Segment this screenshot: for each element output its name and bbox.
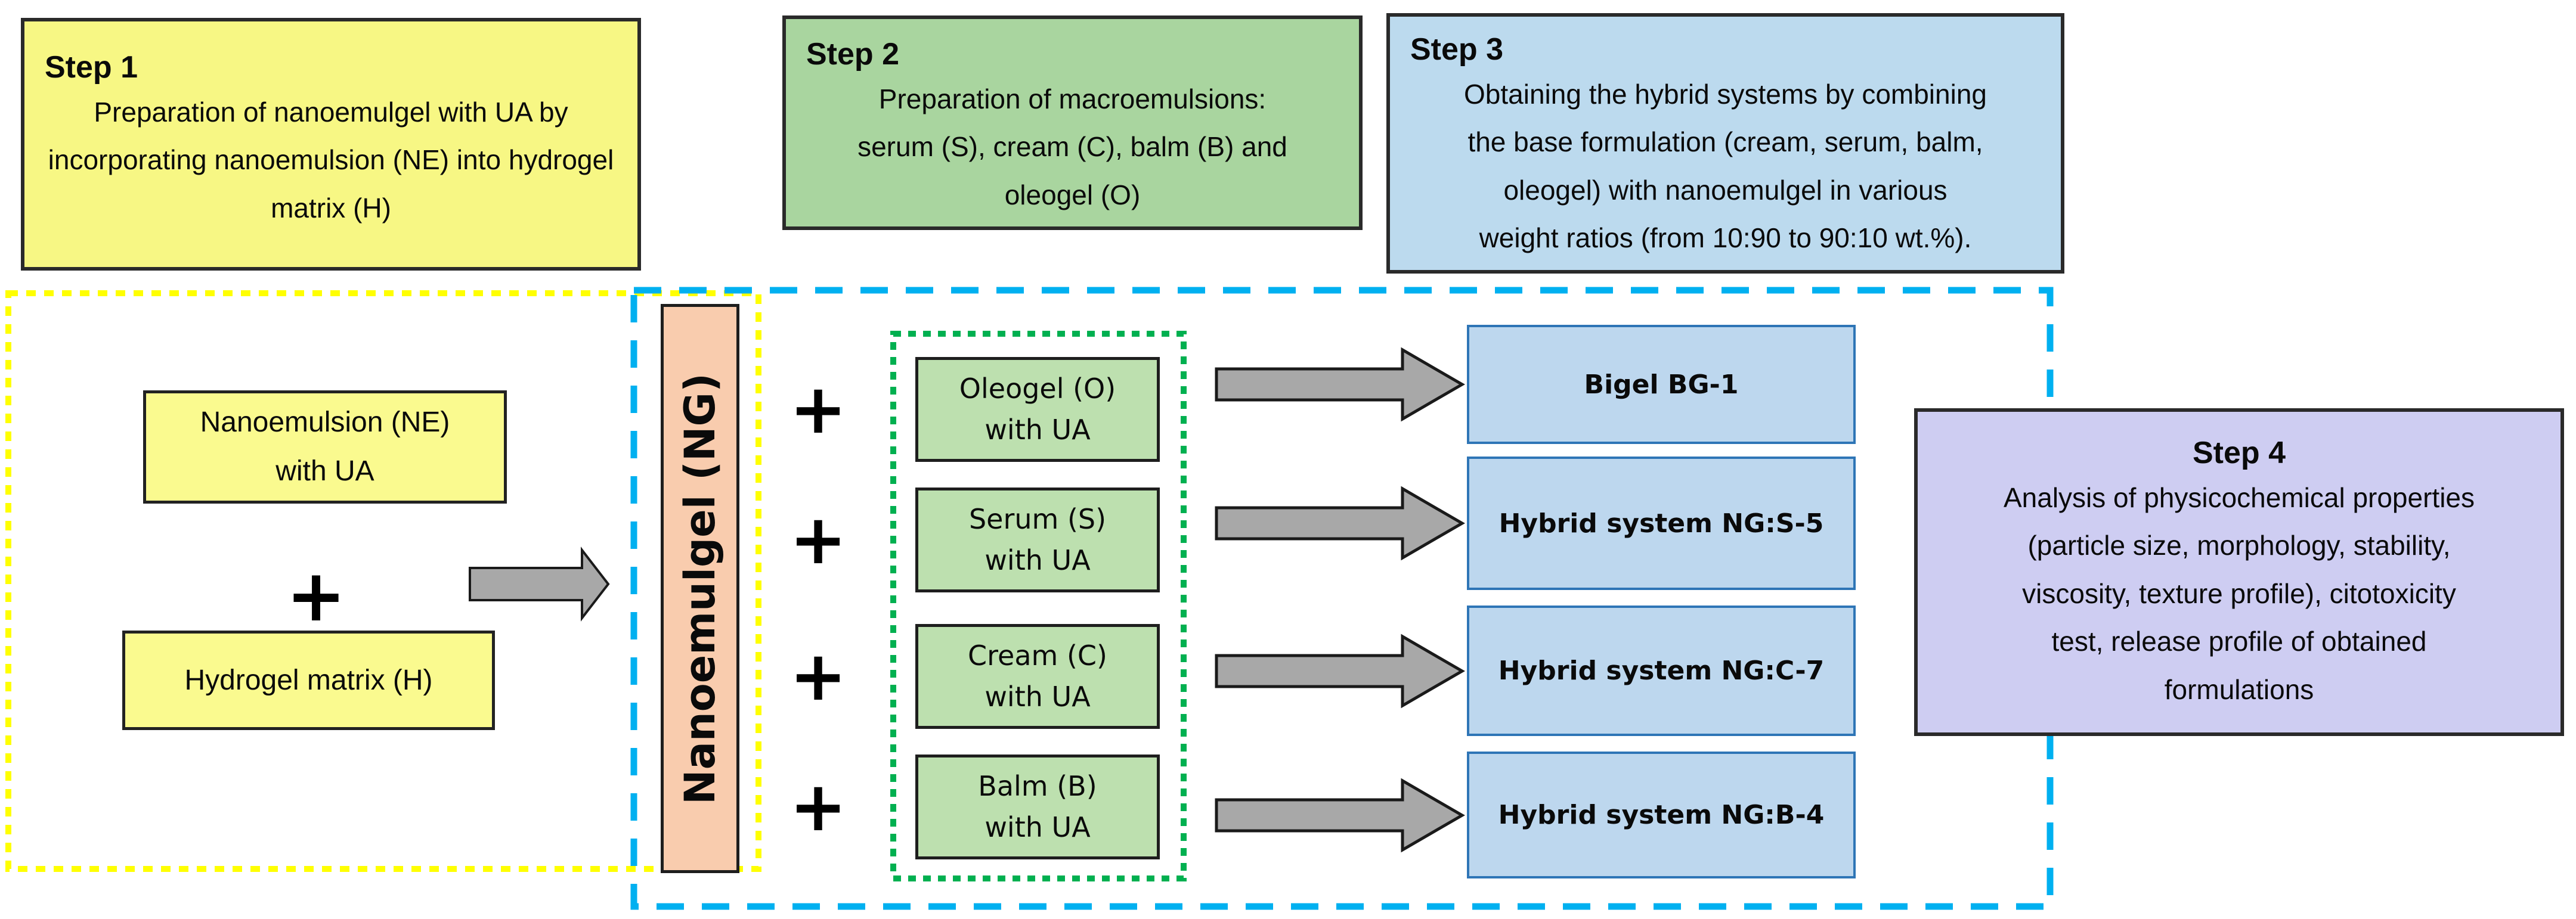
- step4-box: Step 4 Analysis of physicochemical prope…: [1914, 408, 2564, 736]
- arrow-right-icon: [1215, 634, 1465, 709]
- result-box-bigel: Bigel BG-1: [1467, 325, 1856, 444]
- step4-title: Step 4: [2192, 436, 2286, 470]
- step4-body: Analysis of physicochemical properties (…: [2003, 482, 2475, 705]
- step2-box: Step 2 Preparation of macroemulsions: se…: [782, 15, 1363, 230]
- base-box-serum: Serum (S) with UA: [915, 488, 1160, 592]
- nanoemulgel-box: Nanoemulgel (NG): [661, 304, 739, 873]
- hydrogel-label: Hydrogel matrix (H): [184, 664, 433, 696]
- arrow-right-icon: [1215, 778, 1465, 853]
- step3-body: Obtaining the hybrid systems by combinin…: [1464, 78, 1987, 254]
- base-label: Oleogel (O) with UA: [959, 372, 1116, 446]
- nanoemulsion-box: Nanoemulsion (NE) with UA: [143, 390, 507, 504]
- arrow-right-icon: [1215, 486, 1465, 561]
- step1-body: Preparation of nanoemulgel with UA by in…: [48, 96, 614, 223]
- plus-sign: +: [789, 500, 847, 580]
- step1-box: Step 1 Preparation of nanoemulgel with U…: [21, 18, 641, 271]
- plus-sign: +: [286, 554, 346, 638]
- plus-sign: +: [789, 767, 847, 847]
- step3-box: Step 3 Obtaining the hybrid systems by c…: [1386, 13, 2064, 274]
- nanoemulsion-label: Nanoemulsion (NE) with UA: [200, 406, 450, 487]
- step2-title: Step 2: [806, 37, 900, 72]
- result-box-ng-s5: Hybrid system NG:S-5: [1467, 457, 1856, 590]
- arrow-right-icon: [1215, 347, 1465, 422]
- base-label: Serum (S) with UA: [968, 503, 1107, 576]
- plus-sign: +: [789, 637, 847, 716]
- step2-body: Preparation of macroemulsions: serum (S)…: [857, 83, 1287, 210]
- step3-title: Step 3: [1410, 32, 1504, 67]
- arrow-right-icon: [469, 547, 610, 622]
- result-box-ng-b4: Hybrid system NG:B-4: [1467, 752, 1856, 878]
- result-label: Hybrid system NG:S-5: [1498, 508, 1824, 539]
- base-label: Balm (B) with UA: [978, 770, 1097, 843]
- base-label: Cream (C) with UA: [968, 639, 1107, 713]
- plus-sign: +: [789, 370, 847, 449]
- result-label: Hybrid system NG:B-4: [1498, 800, 1825, 830]
- step1-title: Step 1: [45, 50, 138, 85]
- base-box-oleogel: Oleogel (O) with UA: [915, 357, 1160, 462]
- yellow-dotted-outline: [5, 290, 761, 872]
- base-box-cream: Cream (C) with UA: [915, 624, 1160, 729]
- result-label: Hybrid system NG:C-7: [1498, 656, 1825, 686]
- base-box-balm: Balm (B) with UA: [915, 755, 1160, 859]
- result-box-ng-c7: Hybrid system NG:C-7: [1467, 606, 1856, 736]
- hydrogel-box: Hydrogel matrix (H): [122, 631, 495, 730]
- result-label: Bigel BG-1: [1584, 369, 1739, 400]
- nanoemulgel-label: Nanoemulgel (NG): [676, 372, 724, 805]
